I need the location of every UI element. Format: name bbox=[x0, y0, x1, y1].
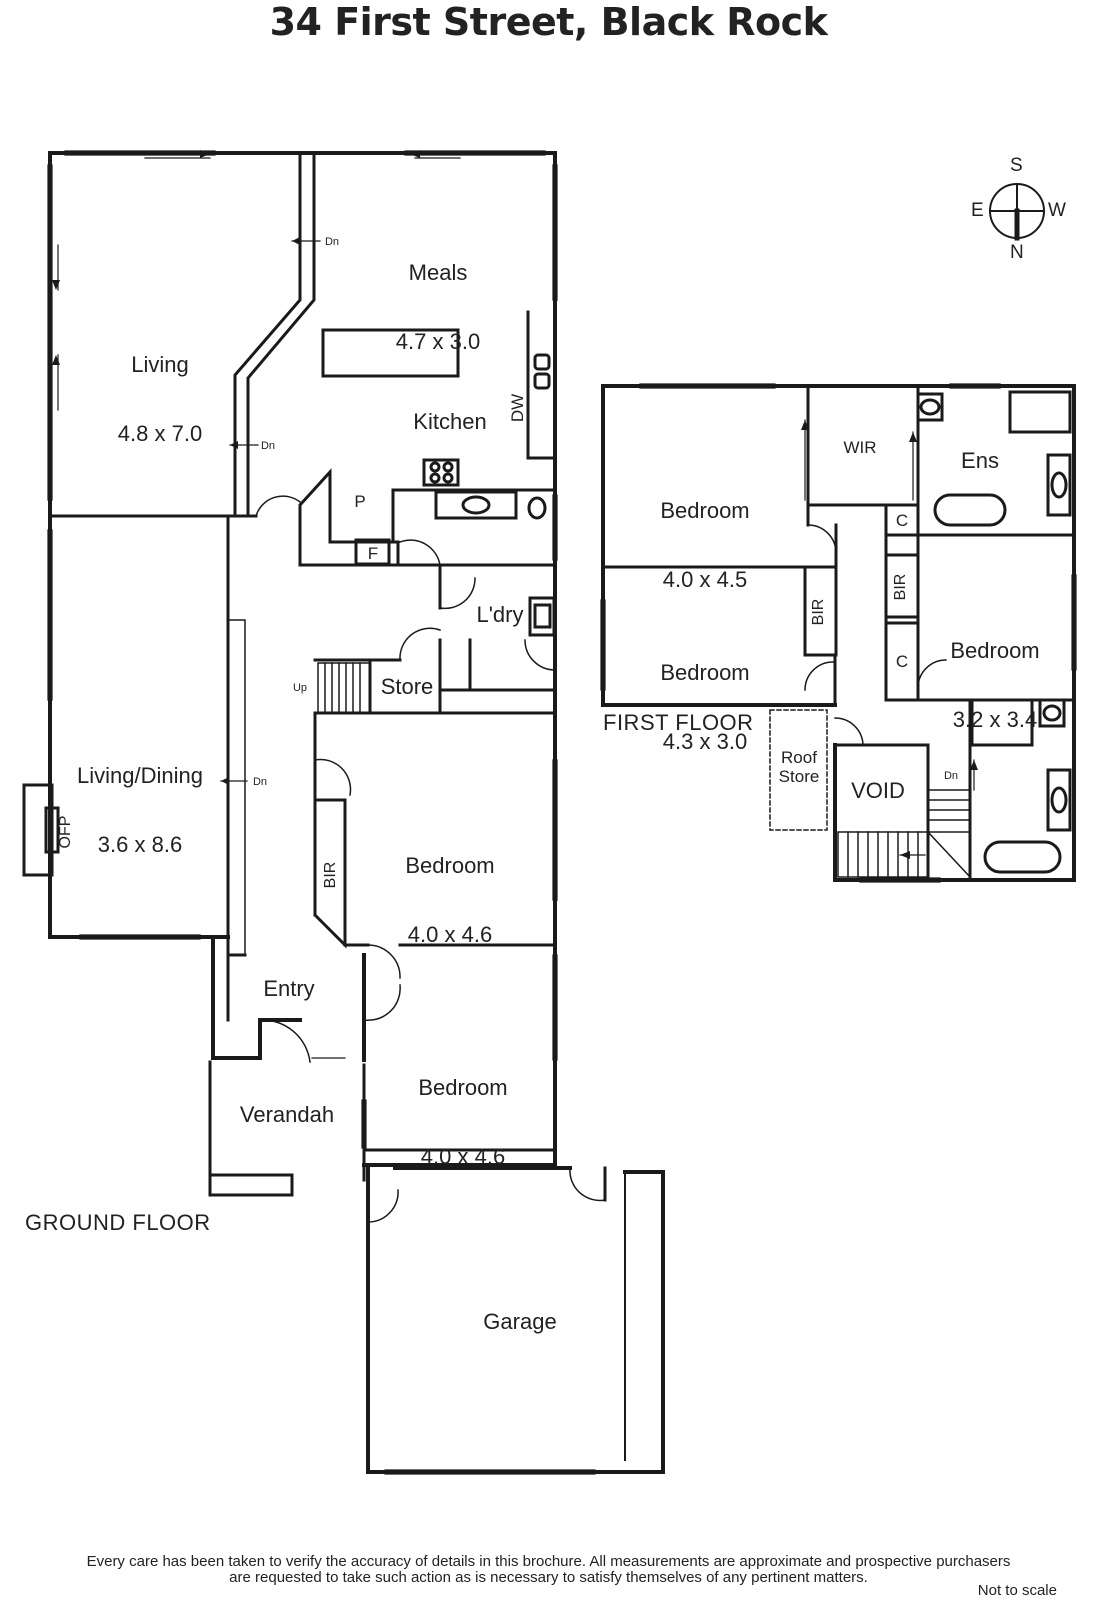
room-size: 3.2 x 3.4 bbox=[952, 707, 1038, 732]
ground-floor-label: GROUND FLOOR bbox=[25, 1210, 211, 1235]
room-meals: Meals 4.7 x 3.0 bbox=[368, 215, 508, 376]
ground-floor-windows bbox=[47, 150, 596, 1475]
room-size: 4.0 x 4.5 bbox=[662, 567, 748, 592]
down-label-2: Dn bbox=[260, 440, 276, 452]
room-laundry: L'dry bbox=[476, 602, 524, 627]
room-ensuite: Ens bbox=[961, 448, 999, 473]
bir-label-ground: BIR bbox=[322, 861, 339, 889]
room-roof-store: Roof Store bbox=[778, 748, 820, 786]
room-garage: Garage bbox=[483, 1309, 557, 1334]
first-floor-windows bbox=[600, 383, 1077, 883]
first-floor-internal-walls bbox=[601, 384, 1076, 882]
room-entry: Entry bbox=[263, 976, 315, 1001]
room-size: 3.6 x 8.6 bbox=[97, 832, 183, 857]
down-label-first: Dn bbox=[943, 770, 959, 782]
room-living-dining: Living/Dining 3.6 x 8.6 bbox=[50, 718, 230, 879]
room-name: Bedroom bbox=[950, 638, 1040, 663]
room-store: Store bbox=[380, 674, 434, 699]
compass-south: S bbox=[1010, 155, 1023, 176]
down-label-1: Dn bbox=[324, 236, 340, 248]
bir-label-first-2: BIR bbox=[892, 573, 909, 601]
scale-note: Not to scale bbox=[977, 1582, 1057, 1599]
room-kitchen: Kitchen bbox=[413, 409, 487, 434]
room-name: Living/Dining bbox=[77, 763, 203, 788]
room-bedroom-first-3: Bedroom 3.2 x 3.4 bbox=[920, 593, 1070, 754]
room-bedroom-first-1: Bedroom 4.0 x 4.5 bbox=[630, 453, 780, 614]
room-verandah: Verandah bbox=[239, 1102, 335, 1127]
room-size: 4.0 x 4.6 bbox=[420, 1144, 506, 1169]
ground-floor-internal-walls bbox=[22, 153, 626, 1461]
cupboard-label-2: C bbox=[895, 652, 909, 671]
bir-label-first-1: BIR bbox=[810, 598, 827, 626]
room-name: Bedroom bbox=[660, 498, 750, 523]
room-bedroom-first-2: Bedroom 4.3 x 3.0 bbox=[630, 615, 780, 776]
room-size: 4.3 x 3.0 bbox=[662, 729, 748, 754]
disclaimer-line-1: Every care has been taken to verify the … bbox=[86, 1553, 1011, 1570]
ground-floor-walls bbox=[48, 151, 665, 1474]
compass-west: W bbox=[1048, 200, 1066, 221]
compass-north: N bbox=[1010, 242, 1024, 263]
cupboard-label-1: C bbox=[895, 511, 909, 530]
pantry-label: P bbox=[354, 492, 366, 511]
disclaimer-line-2: are requested to take such action as is … bbox=[229, 1569, 868, 1586]
fridge-label: F bbox=[367, 544, 379, 563]
room-name: Living bbox=[131, 352, 189, 377]
page-title: 34 First Street, Black Rock bbox=[269, 0, 828, 44]
room-size: 4.0 x 4.6 bbox=[407, 922, 493, 947]
room-void: VOID bbox=[851, 778, 905, 803]
room-bedroom-ground-1: Bedroom 4.0 x 4.6 bbox=[375, 808, 525, 969]
compass-east: E bbox=[971, 200, 984, 221]
room-name: Meals bbox=[408, 260, 468, 285]
room-size: 4.7 x 3.0 bbox=[395, 329, 481, 354]
down-label-3: Dn bbox=[252, 776, 268, 788]
room-bedroom-ground-2: Bedroom 4.0 x 4.6 bbox=[388, 1030, 538, 1191]
up-label: Up bbox=[292, 682, 308, 694]
ofp-label: OFP bbox=[57, 815, 74, 849]
first-floor-label: FIRST FLOOR bbox=[603, 710, 754, 735]
room-size: 4.8 x 7.0 bbox=[117, 421, 203, 446]
room-wir: WIR bbox=[843, 438, 877, 457]
room-name: Bedroom bbox=[660, 660, 750, 685]
room-name: Bedroom bbox=[418, 1075, 508, 1100]
room-name: Bedroom bbox=[405, 853, 495, 878]
dishwasher-label: DW bbox=[508, 393, 527, 423]
room-living: Living 4.8 x 7.0 bbox=[90, 307, 230, 468]
